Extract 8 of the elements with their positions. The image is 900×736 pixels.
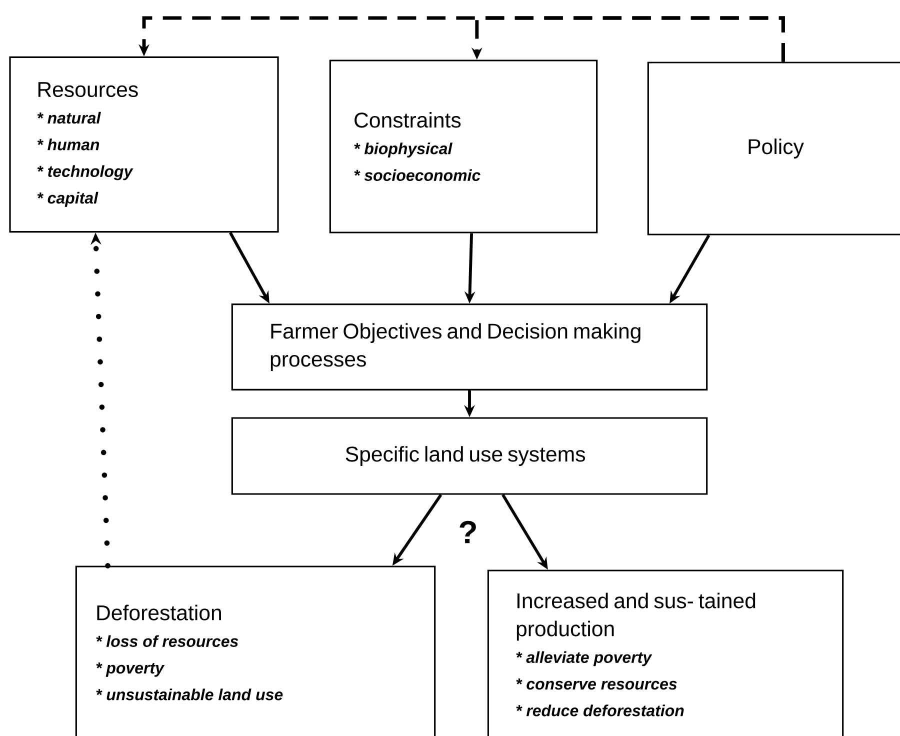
box: Policy (647, 62, 900, 236)
box: Resources * natural * human * technology * capital (9, 56, 279, 233)
box: Increased and sus- tained production * alleviate poverty * conserve resources * reduce deforestation (487, 570, 844, 736)
box: Specific land use systems (231, 417, 708, 495)
box: Constraints * biophysical * socioeconomic (329, 60, 598, 234)
box: Deforestation * loss of resources * poverty * unsustainable land use (75, 566, 436, 736)
box: Farmer Objectives and Decision making processes (231, 304, 708, 390)
question-mark: ? (460, 520, 476, 544)
